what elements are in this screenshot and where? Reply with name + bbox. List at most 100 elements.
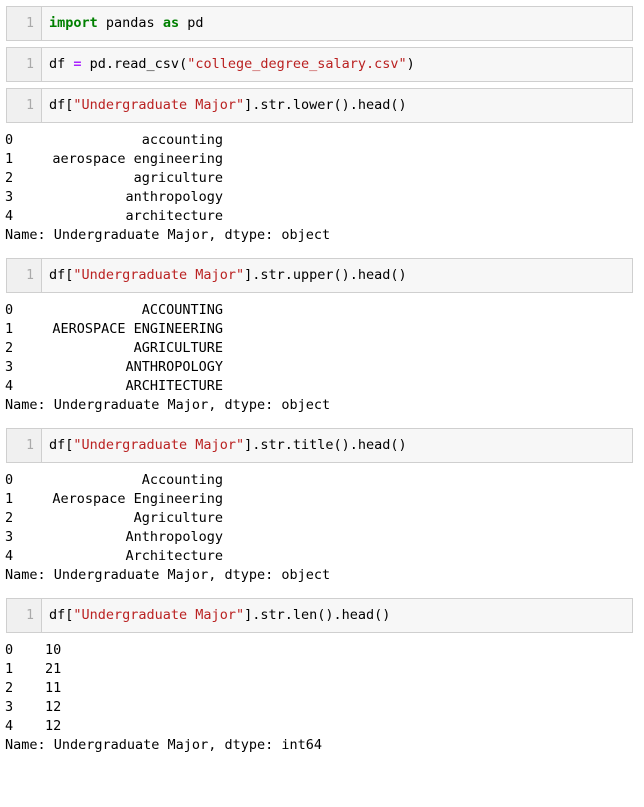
output-spacer xyxy=(0,585,644,592)
code-token-plain: pandas xyxy=(97,15,163,31)
output-spacer xyxy=(0,415,644,422)
code-cell-source[interactable]: df["Undergraduate Major"].str.upper().he… xyxy=(42,259,632,292)
output-row-value: 11 xyxy=(45,680,62,696)
output-series-footer: Name: Undergraduate Major, dtype: object xyxy=(5,227,331,243)
code-token-plain: df[ xyxy=(49,607,74,623)
cell-line-number: 1 xyxy=(7,429,42,462)
output-row-value: architecture xyxy=(125,208,223,224)
output-row-index: 3 xyxy=(5,359,14,375)
output-row-value: ANTHROPOLOGY xyxy=(125,359,223,375)
code-token-plain: df[ xyxy=(49,267,74,283)
code-token-plain: df xyxy=(49,56,74,72)
output-row: 3 Anthropology xyxy=(5,528,644,547)
output-row-value: 12 xyxy=(45,718,62,734)
output-series-footer: Name: Undergraduate Major, dtype: object xyxy=(5,397,331,413)
code-token-plain: ].str.upper().head() xyxy=(244,267,407,283)
code-token-str: "college_degree_salary.csv" xyxy=(187,56,407,72)
code-cell-source[interactable]: df["Undergraduate Major"].str.lower().he… xyxy=(42,89,632,122)
output-row-value: AEROSPACE ENGINEERING xyxy=(52,321,223,337)
code-cell-source[interactable]: df["Undergraduate Major"].str.title().he… xyxy=(42,429,632,462)
code-token-str: "Undergraduate Major" xyxy=(73,97,245,113)
output-row: 1 21 xyxy=(5,660,644,679)
output-row-value: 21 xyxy=(45,661,62,677)
code-cell-source[interactable]: df["Undergraduate Major"].str.len().head… xyxy=(42,599,632,632)
code-token-plain: ].str.lower().head() xyxy=(244,97,407,113)
output-row: 4 12 xyxy=(5,717,644,736)
code-token-plain: ].str.len().head() xyxy=(244,607,391,623)
output-row: 4 ARCHITECTURE xyxy=(5,377,644,396)
output-row: 0 accounting xyxy=(5,131,644,150)
code-token-plain: ].str.title().head() xyxy=(244,437,407,453)
output-row-index: 1 xyxy=(5,151,14,167)
output-row: 4 architecture xyxy=(5,207,644,226)
output-row: 4 Architecture xyxy=(5,547,644,566)
cell-output: 0 ACCOUNTING 1 AEROSPACE ENGINEERING 2 AGRICU… xyxy=(5,301,644,415)
code-token-kw: import xyxy=(49,15,98,31)
output-row: 1 aerospace engineering xyxy=(5,150,644,169)
code-token-op: = xyxy=(73,56,82,72)
code-cell-source[interactable]: df = pd.read_csv("college_degree_salary.… xyxy=(42,48,632,81)
output-row-value: 12 xyxy=(45,699,62,715)
cell-line-number: 1 xyxy=(7,259,42,292)
output-row: 0 Accounting xyxy=(5,471,644,490)
output-row-value: agriculture xyxy=(133,170,223,186)
code-token-str: "Undergraduate Major" xyxy=(73,267,245,283)
output-row-index: 3 xyxy=(5,529,14,545)
output-row-value: ARCHITECTURE xyxy=(125,378,223,394)
output-row-value: 10 xyxy=(45,642,62,658)
code-token-plain: df[ xyxy=(49,437,74,453)
code-token-plain: pd.read_csv( xyxy=(81,56,188,72)
output-row-index: 1 xyxy=(5,661,14,677)
output-row-value: Agriculture xyxy=(133,510,223,526)
output-row: 2 agriculture xyxy=(5,169,644,188)
output-row: 2 Agriculture xyxy=(5,509,644,528)
output-row-index: 3 xyxy=(5,699,14,715)
output-row-value: ACCOUNTING xyxy=(141,302,223,318)
output-row-value: AGRICULTURE xyxy=(133,340,223,356)
output-row-value: aerospace engineering xyxy=(52,151,223,167)
code-cell-source[interactable]: import pandas as pd xyxy=(42,7,632,40)
output-row: 3 12 xyxy=(5,698,644,717)
output-row-index: 0 xyxy=(5,642,14,658)
code-token-plain: pd xyxy=(179,15,204,31)
output-row-index: 0 xyxy=(5,472,14,488)
output-row-index: 2 xyxy=(5,680,14,696)
cell-line-number: 1 xyxy=(7,48,42,81)
output-row-value: Architecture xyxy=(125,548,223,564)
output-row-index: 1 xyxy=(5,321,14,337)
output-row-index: 0 xyxy=(5,132,14,148)
output-row: 1 AEROSPACE ENGINEERING xyxy=(5,320,644,339)
code-token-kw: as xyxy=(162,15,180,31)
output-row-index: 0 xyxy=(5,302,14,318)
output-spacer xyxy=(0,755,644,762)
output-row-index: 4 xyxy=(5,208,14,224)
output-row-value: Anthropology xyxy=(125,529,223,545)
code-token-str: "Undergraduate Major" xyxy=(73,437,245,453)
code-token-plain: ) xyxy=(406,56,415,72)
output-row-index: 2 xyxy=(5,510,14,526)
output-row-value: Aerospace Engineering xyxy=(52,491,223,507)
output-row-value: Accounting xyxy=(141,472,223,488)
output-row-index: 4 xyxy=(5,378,14,394)
output-row-index: 2 xyxy=(5,170,14,186)
output-row-index: 4 xyxy=(5,548,14,564)
output-row: 2 11 xyxy=(5,679,644,698)
code-token-str: "Undergraduate Major" xyxy=(73,607,245,623)
output-row-index: 4 xyxy=(5,718,14,734)
output-row-value: accounting xyxy=(141,132,223,148)
output-row: 2 AGRICULTURE xyxy=(5,339,644,358)
output-spacer xyxy=(0,245,644,252)
output-row-index: 3 xyxy=(5,189,14,205)
output-row-index: 2 xyxy=(5,340,14,356)
